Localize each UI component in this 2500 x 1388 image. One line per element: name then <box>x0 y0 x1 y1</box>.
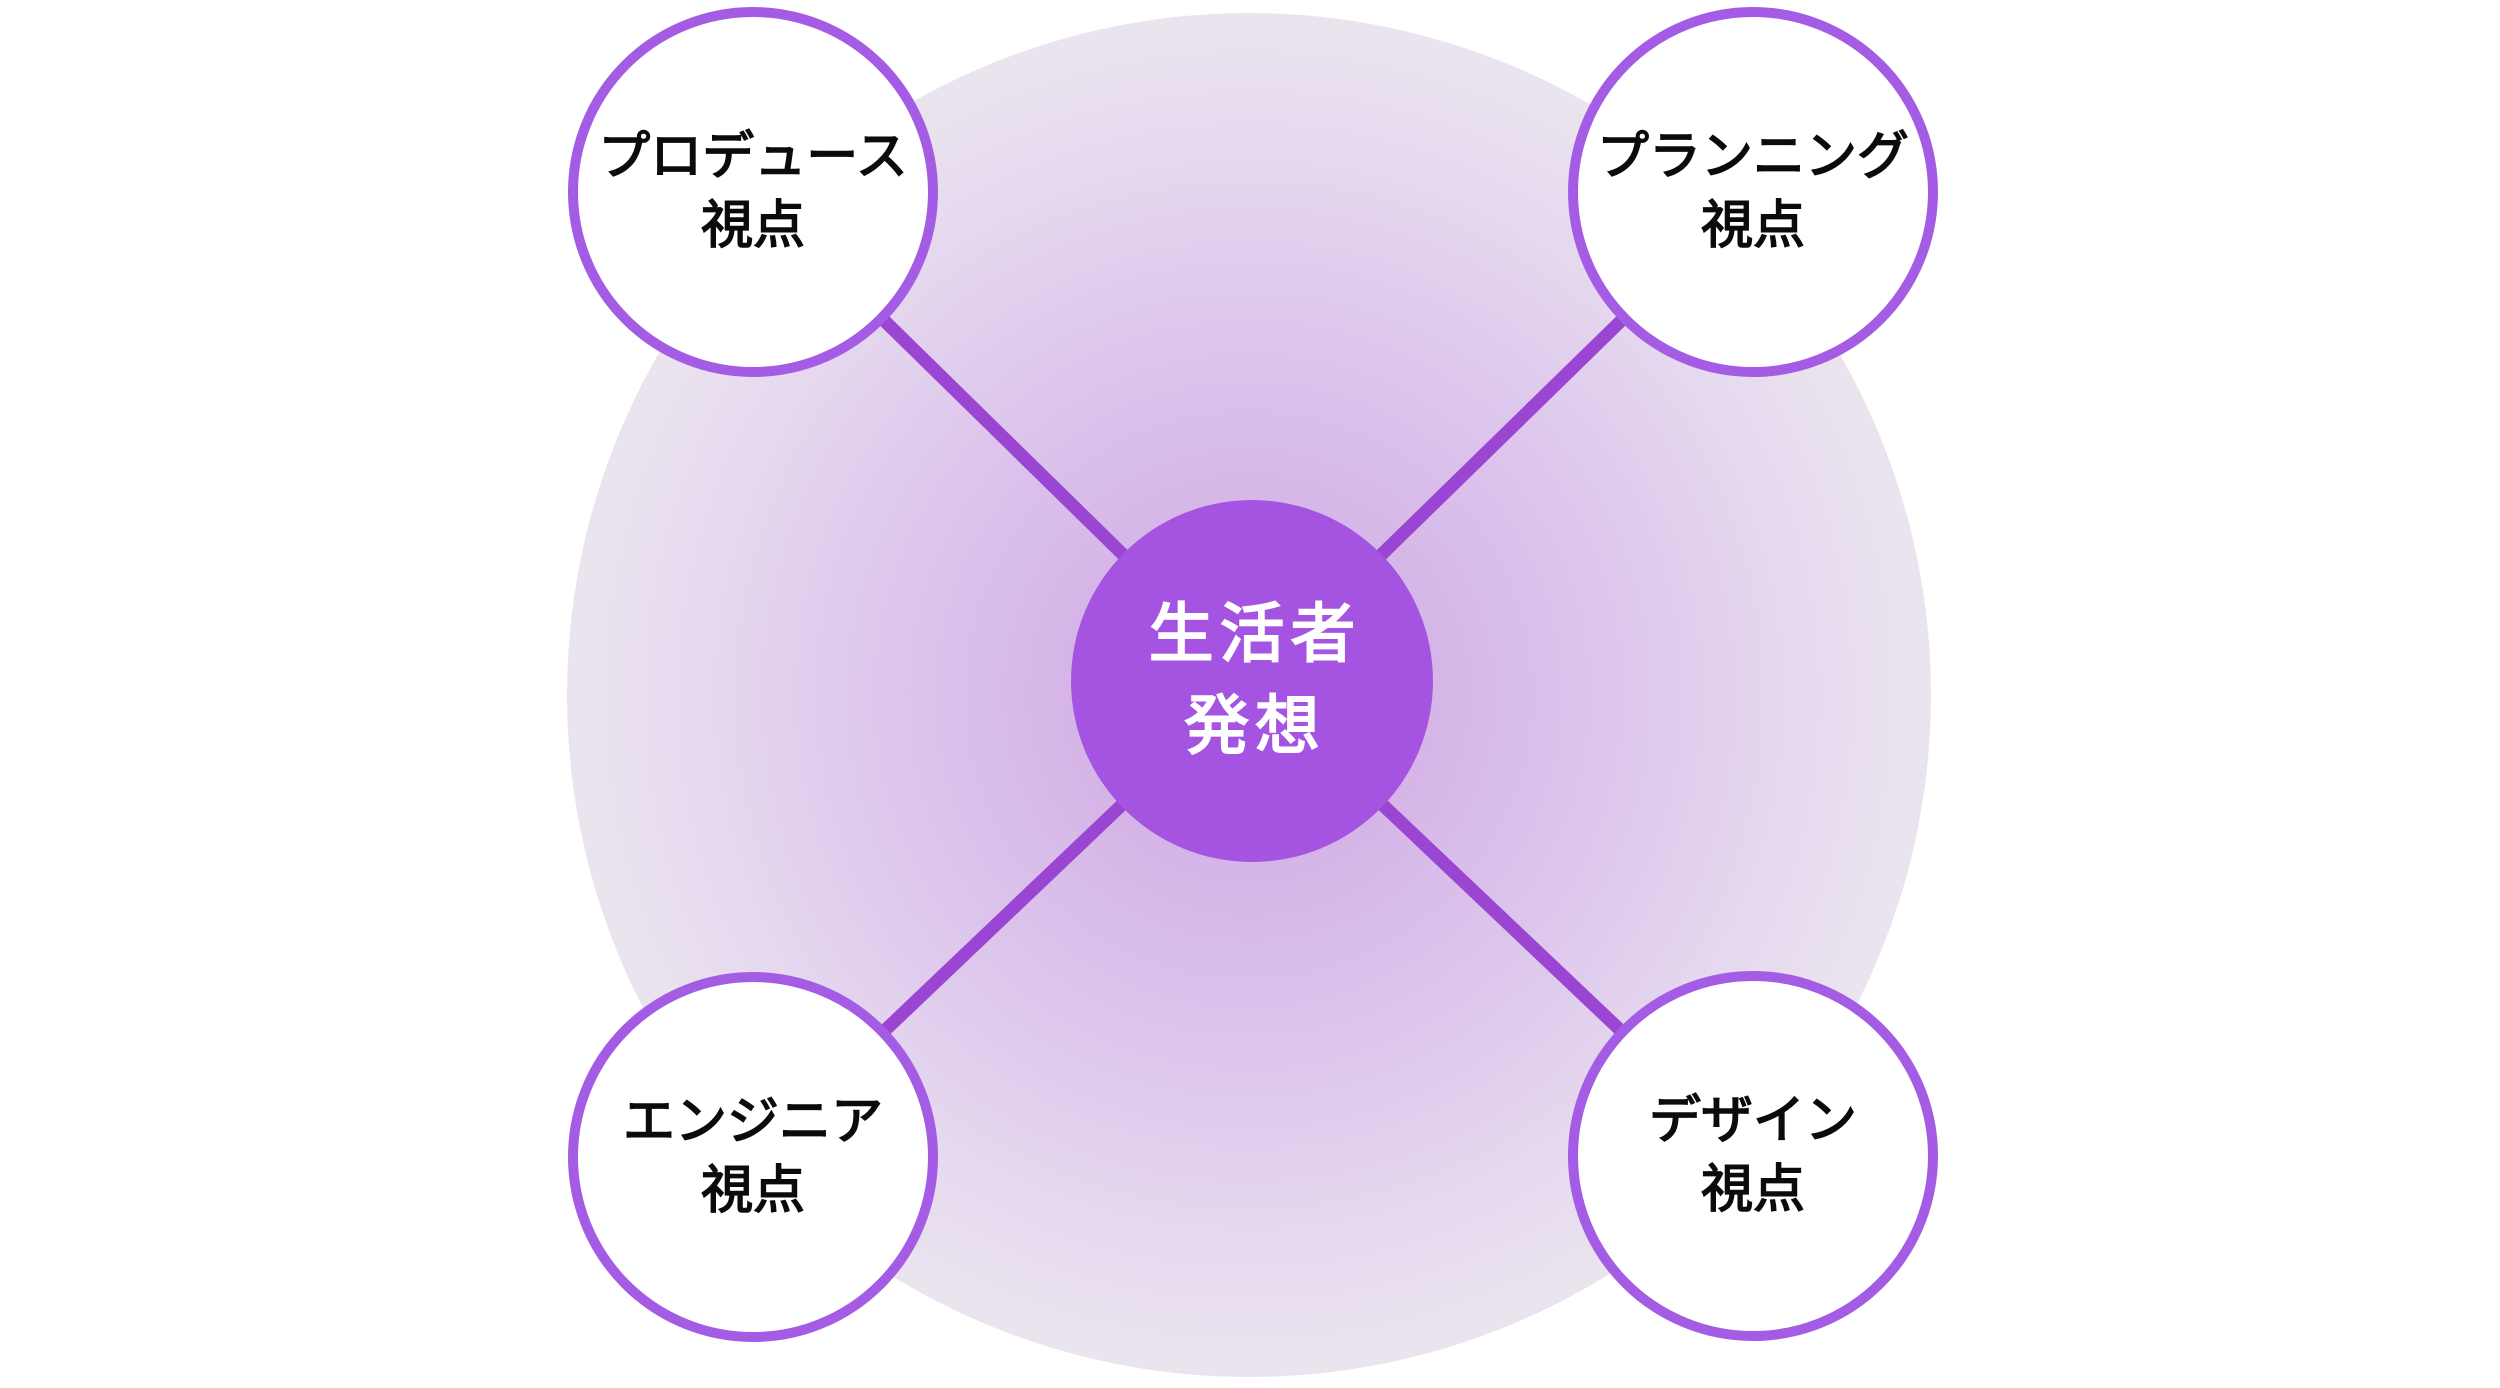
node-engineer-label-line1: エンジニア <box>622 1092 883 1153</box>
node-produce-label-line2: 視点 <box>700 196 805 256</box>
node-engineer-label-line2: 視点 <box>700 1161 805 1221</box>
node-produce-label-line1: プロデュース <box>598 127 908 188</box>
node-planning-label-line1: プランニング <box>1596 127 1909 188</box>
center-node-label-line1: 生活者 <box>1148 596 1362 672</box>
node-design-label-line2: 視点 <box>1700 1160 1805 1220</box>
center-node: 生活者 発想 <box>1071 500 1433 862</box>
node-planning-perspective: プランニング 視点 <box>1568 7 1938 377</box>
node-design-perspective: デザイン 視点 <box>1568 971 1938 1341</box>
node-planning-label-line2: 視点 <box>1700 196 1805 256</box>
node-design-label-line1: デザイン <box>1648 1091 1857 1152</box>
node-engineer-perspective: エンジニア 視点 <box>568 972 938 1342</box>
center-node-label-line2: 発想 <box>1184 689 1326 764</box>
node-produce-perspective: プロデュース 視点 <box>568 7 938 377</box>
